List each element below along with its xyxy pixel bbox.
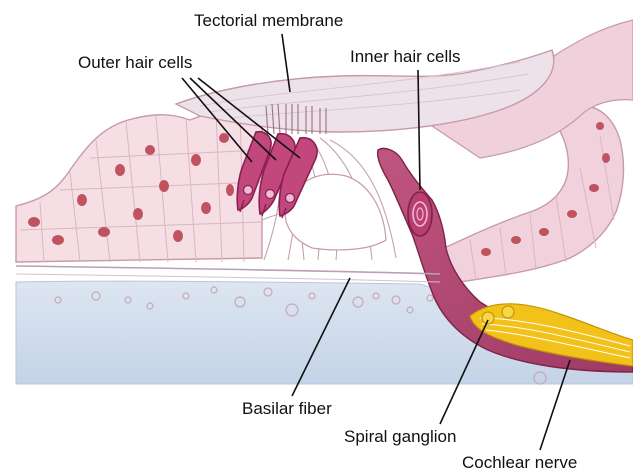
inner-hair-cell <box>408 192 432 236</box>
label-tectorial-membrane: Tectorial membrane <box>194 11 343 30</box>
label-inner-hair-cells: Inner hair cells <box>350 47 461 66</box>
label-cochlear-nerve: Cochlear nerve <box>462 453 577 472</box>
basilar-membrane-line <box>16 266 440 274</box>
label-basilar-fiber: Basilar fiber <box>242 399 332 418</box>
label-spiral-ganglion: Spiral ganglion <box>344 427 456 446</box>
label-outer-hair-cells: Outer hair cells <box>78 53 192 72</box>
